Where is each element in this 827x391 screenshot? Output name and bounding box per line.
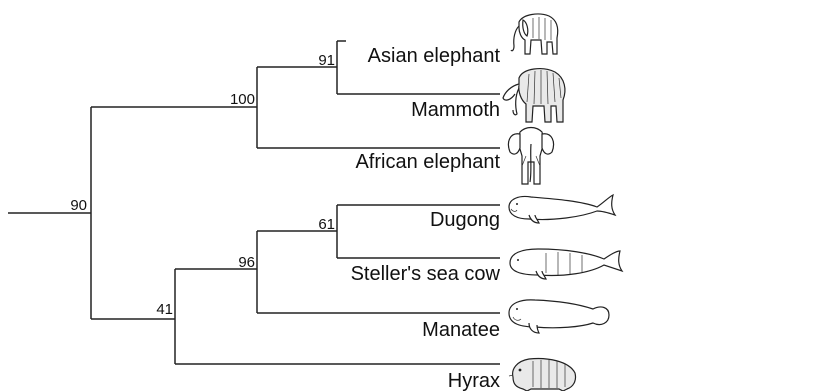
- hyrax-icon: [509, 359, 576, 391]
- support-root: 90: [70, 197, 87, 214]
- animal-illustrations: [503, 14, 622, 391]
- label-hyrax: Hyrax: [448, 370, 500, 391]
- support-asian-mammoth: 91: [318, 52, 335, 69]
- support-dugong-steller: 61: [318, 216, 335, 233]
- mammoth-icon: [503, 69, 565, 122]
- label-asian-elephant: Asian elephant: [368, 45, 501, 67]
- manatee-icon: [509, 300, 609, 333]
- label-dugong: Dugong: [430, 209, 500, 231]
- support-sirenians-hyrax: 41: [156, 301, 173, 318]
- african-elephant-icon: [508, 128, 553, 185]
- label-manatee: Manatee: [422, 319, 500, 341]
- support-elephants: 100: [230, 91, 255, 108]
- taxon-labels: Asian elephant Mammoth African elephant …: [351, 45, 501, 391]
- label-african-elephant: African elephant: [355, 151, 500, 173]
- dugong-icon: [509, 195, 615, 223]
- support-sirenians: 96: [238, 254, 255, 271]
- support-values: 91 100 90 61 96 41: [70, 52, 335, 318]
- asian-elephant-icon: [511, 14, 558, 54]
- label-stellers-sea-cow: Steller's sea cow: [351, 263, 501, 285]
- label-mammoth: Mammoth: [411, 99, 500, 121]
- stellers-sea-cow-icon: [510, 249, 622, 279]
